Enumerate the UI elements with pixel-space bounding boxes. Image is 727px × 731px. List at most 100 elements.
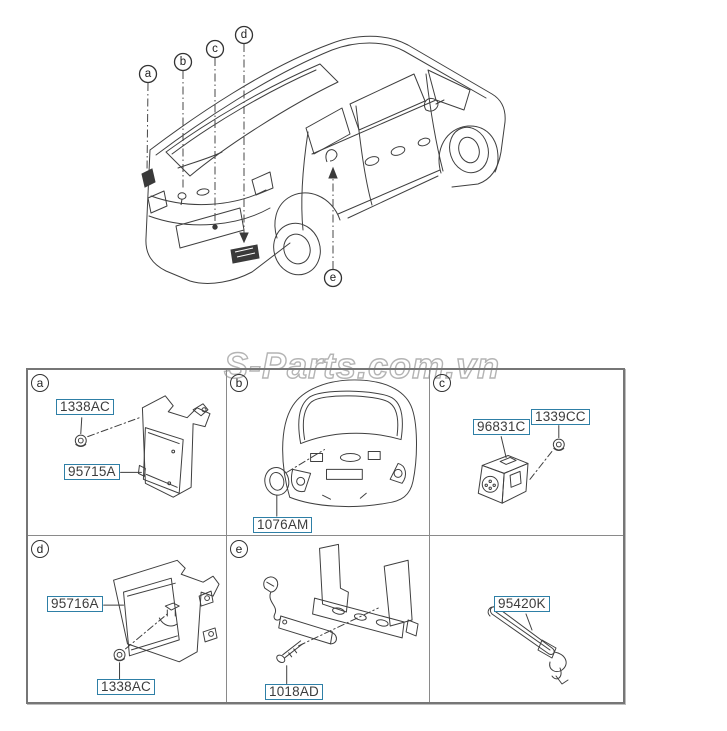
cell-letter-badge: d: [31, 540, 49, 558]
sensor-bar: [278, 615, 333, 645]
part-number-95715a[interactable]: 95715A: [64, 464, 120, 480]
screw-dot: [171, 449, 176, 454]
minivan-outline: [149, 35, 506, 188]
side-crease: [337, 169, 441, 215]
module-detail: [127, 582, 178, 651]
tab-hole: [201, 407, 207, 413]
endpoint-part-b: [177, 192, 187, 200]
module-side-face: [501, 462, 529, 504]
lamp-right: [389, 462, 407, 484]
nut-base: [553, 448, 565, 452]
bracket-base: [312, 597, 405, 639]
cell-letter-badge: c: [433, 374, 451, 392]
connector-pin: [484, 483, 488, 487]
bracket-tab: [192, 403, 209, 417]
lamp-left-bulb: [296, 476, 306, 486]
bracket-tab: [202, 627, 218, 643]
taillight-right: [251, 171, 274, 196]
part-number-96831c[interactable]: 96831C: [473, 419, 530, 435]
module-latch: [509, 470, 522, 488]
base-slot: [375, 619, 389, 627]
endpoint-arrow-d: [239, 232, 249, 244]
endpoint-part-b-stem: [180, 198, 183, 206]
endpoint-dot-c: [212, 224, 218, 230]
hook: [549, 651, 567, 673]
bar-hole: [282, 619, 288, 625]
part-number-1338ac[interactable]: 1338AC: [56, 399, 114, 415]
bracket-right-flange: [383, 559, 413, 627]
part-drawing-tailgate-grommet-1076am: [264, 379, 417, 517]
callout-b: b: [173, 52, 193, 72]
stud-arm: [158, 617, 178, 627]
bolt-shaft: [282, 640, 304, 659]
callout-e: e: [323, 268, 343, 288]
part-number-1018ad[interactable]: 1018AD: [265, 684, 323, 700]
rear-window: [165, 63, 339, 177]
assembly-axis: [529, 451, 553, 480]
door-handle-2: [390, 146, 406, 156]
parts-cell-extra: 95420K: [430, 536, 623, 702]
sliding-door-window: [349, 73, 426, 131]
rocker-line: [347, 175, 439, 219]
parts-cell-b: b: [227, 370, 430, 536]
base-slot: [332, 607, 345, 615]
minivan-illustration: [145, 35, 506, 284]
assembly-axis: [87, 417, 140, 438]
nut-base: [75, 444, 87, 448]
rear-wheel-hub: [283, 233, 311, 265]
grommet-outer: [264, 466, 290, 496]
door-seam-mid: [355, 105, 373, 206]
label-leader: [500, 436, 507, 458]
part-drawing-rear-module-95716a: [103, 559, 220, 680]
part-number-95716a[interactable]: 95716A: [47, 596, 103, 612]
part-number-1339cc[interactable]: 1339CC: [531, 409, 590, 425]
cell-letter-badge: a: [31, 374, 49, 392]
connector-pin: [488, 479, 492, 484]
cell-letter-badge: e: [230, 540, 248, 558]
tailgate-emblem: [339, 452, 361, 462]
callout-a: a: [138, 64, 158, 84]
endpoint-part-a: [141, 168, 156, 188]
parts-grid: a 1338AC: [26, 368, 625, 704]
watermark: S-Parts.com.vn: [223, 344, 500, 386]
door-seam-rear: [301, 131, 309, 231]
quarter-window: [305, 107, 351, 155]
watermark-text: S-Parts.com.vn: [224, 345, 500, 386]
part-number-95420k[interactable]: 95420K: [494, 596, 550, 612]
trim-hole: [367, 451, 381, 460]
bracket-plate: [141, 395, 211, 498]
bracket-tab: [198, 590, 214, 607]
screw-dot: [167, 481, 172, 486]
bracket-foot: [405, 619, 419, 637]
assembly-axis: [125, 613, 168, 650]
trim-hole: [310, 452, 324, 462]
tailgate-outline: [282, 379, 417, 508]
parts-cell-a: a 1338AC: [28, 370, 227, 536]
module-face: [142, 427, 184, 494]
endpoint-hook-e: [325, 149, 338, 163]
tab-hole: [208, 631, 214, 637]
callout-circles: a b c d e: [138, 25, 343, 288]
mid-clamp: [537, 639, 557, 659]
vehicle-callout-diagram: a b c d e: [138, 25, 506, 288]
nut-base: [114, 658, 126, 662]
part-number-1076am[interactable]: 1076AM: [253, 517, 313, 533]
bracket-left-flange: [319, 543, 349, 613]
callout-leader-lines: [146, 44, 334, 269]
brand-emblem: [196, 188, 210, 196]
callout-d-letter: d: [241, 29, 247, 41]
callout-b-letter: b: [180, 56, 186, 68]
lamp-left: [291, 468, 312, 493]
connector-pin: [488, 486, 492, 490]
front-wheel-arch: [438, 125, 499, 174]
wire: [269, 591, 282, 621]
sensor-bar-end: [329, 631, 337, 645]
belt-line: [311, 99, 437, 155]
nut: [74, 434, 87, 447]
callout-c: c: [205, 39, 225, 59]
nut-hole: [555, 441, 562, 448]
tab-hole: [204, 595, 210, 601]
taillight-left: [147, 190, 168, 214]
part-number-1338ac[interactable]: 1338AC: [97, 679, 155, 695]
